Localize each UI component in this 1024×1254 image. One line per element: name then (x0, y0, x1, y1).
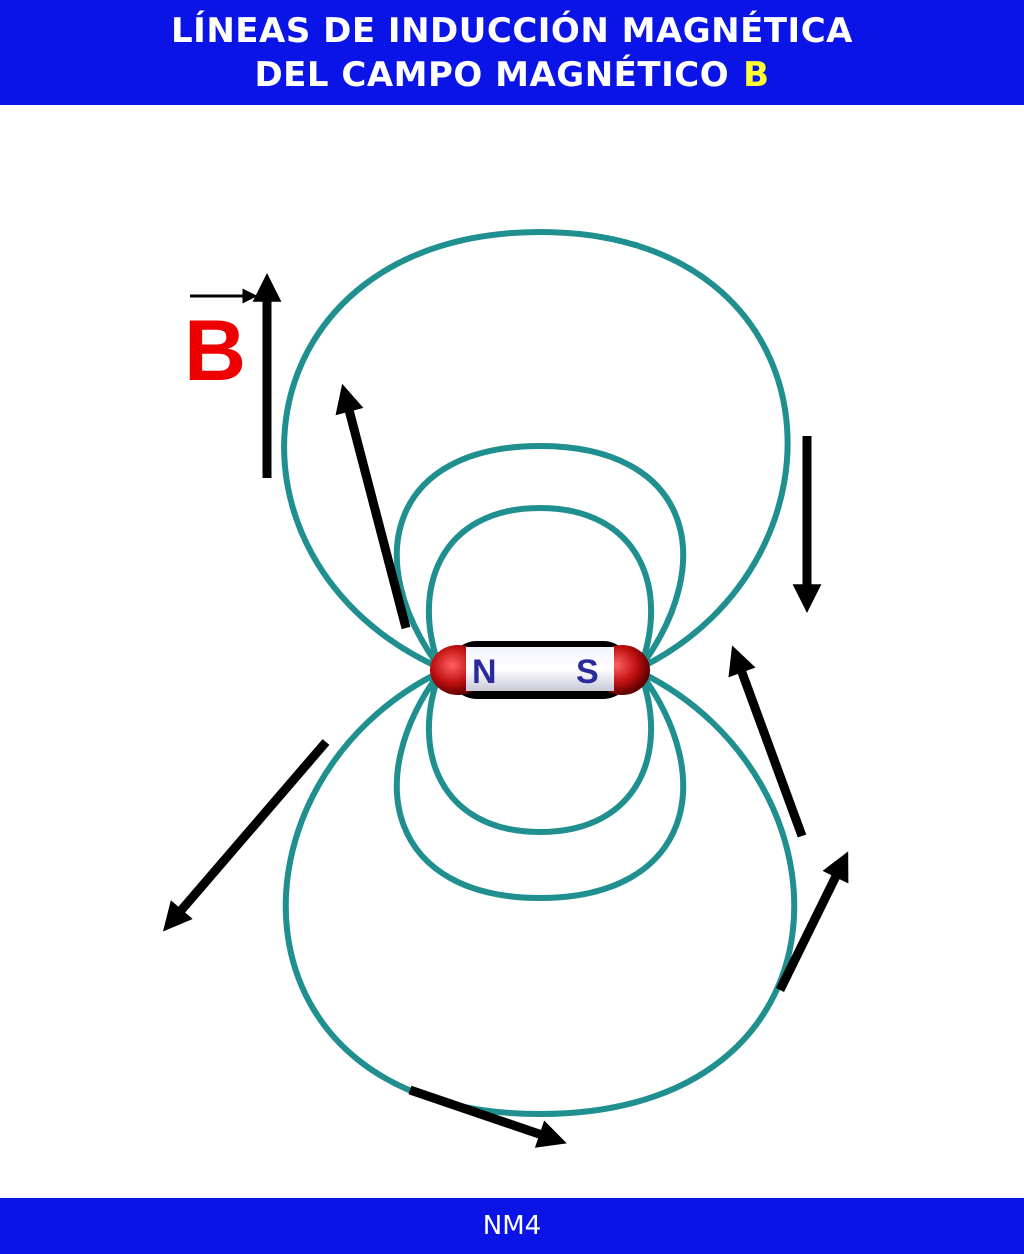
vector-b-letter: B (184, 303, 246, 399)
footer-code: NM4 (482, 1211, 542, 1241)
field-line-upper-outer (281, 228, 791, 671)
direction-arrow-lower-left (162, 739, 330, 932)
title-banner: LÍNEAS DE INDUCCIÓN MAGNÉTICA DEL CAMPO … (0, 0, 1024, 105)
title-line-2: DEL CAMPO MAGNÉTICO B (0, 53, 1024, 97)
bar-magnet: N S (430, 641, 650, 699)
field-line-upper-inner (425, 504, 655, 670)
vector-b-label: B (184, 288, 258, 399)
magnet-body (466, 647, 614, 691)
footer-banner: NM4 (0, 1198, 1024, 1254)
title-line-1: LÍNEAS DE INDUCCIÓN MAGNÉTICA (171, 11, 853, 51)
title-symbol: B (743, 55, 770, 95)
direction-arrow-bottom (408, 1085, 567, 1148)
field-line-lower-outer (282, 669, 798, 1118)
direction-arrow-upper-left-diagonal (335, 383, 411, 630)
south-pole-label: S (576, 653, 599, 691)
title-line-2-text: DEL CAMPO MAGNÉTICO (254, 55, 730, 95)
north-pole-label: N (472, 653, 497, 691)
field-line-upper-middle (394, 442, 686, 670)
field-line-lower-middle (394, 670, 686, 902)
direction-arrow-lower-right (775, 851, 849, 992)
field-line-lower-inner (425, 670, 655, 836)
direction-arrow-right-middle (728, 645, 807, 838)
